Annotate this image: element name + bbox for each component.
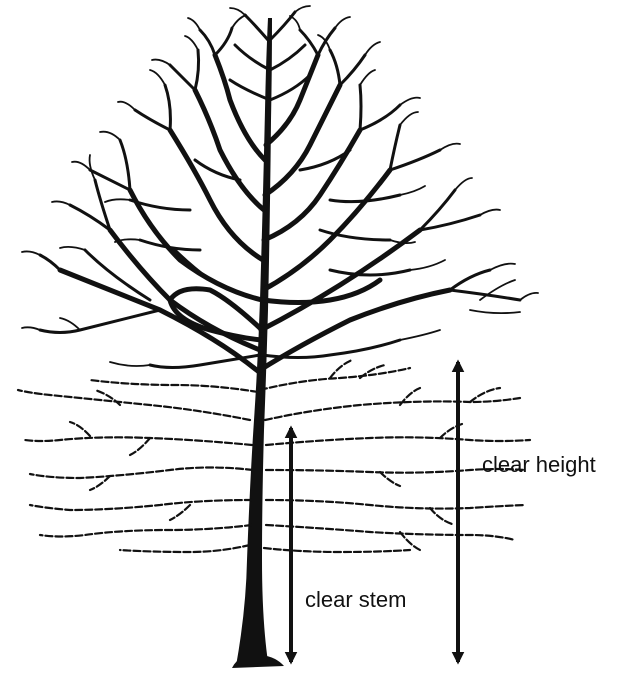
lower-feathered-branches	[18, 360, 530, 552]
crown-secondary-branches	[40, 12, 520, 368]
clear-stem-label: clear stem	[305, 587, 406, 612]
clear-height-label: clear height	[482, 452, 596, 477]
